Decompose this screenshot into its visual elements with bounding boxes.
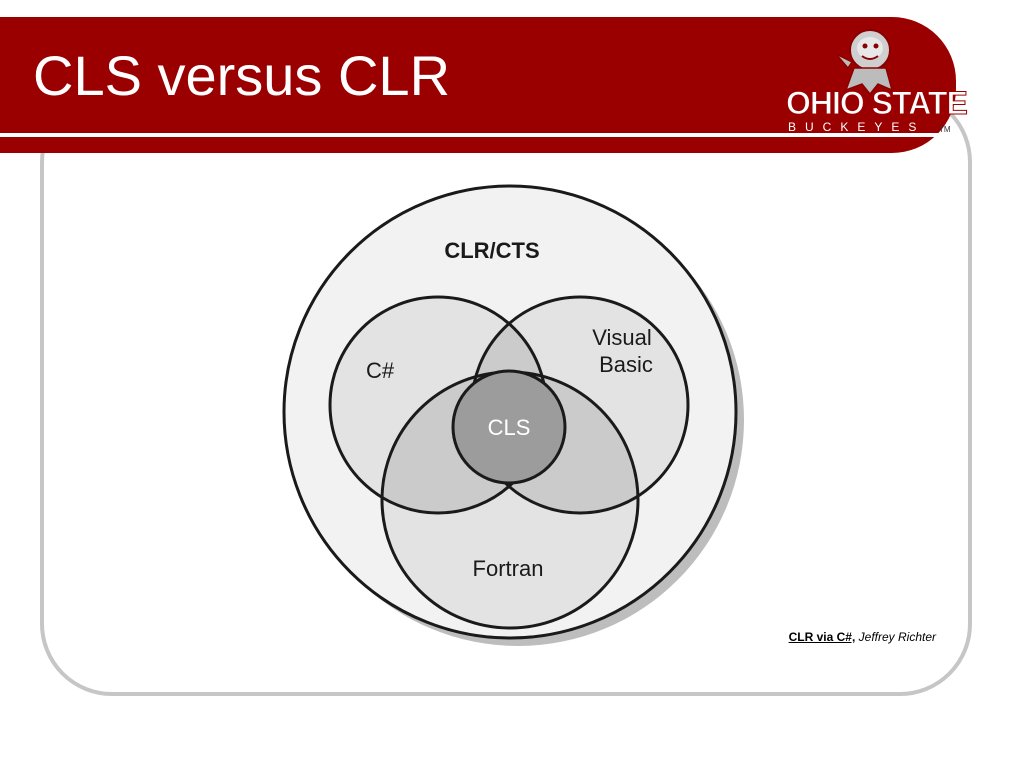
- citation-book-title[interactable]: CLR via C#,: [789, 630, 856, 644]
- cls-label: CLS: [488, 415, 531, 440]
- citation: CLR via C#, Jeffrey Richter: [789, 630, 936, 644]
- citation-author: Jeffrey Richter: [859, 630, 936, 644]
- csharp-label: C#: [366, 358, 395, 383]
- clr-cts-label: CLR/CTS: [444, 238, 539, 263]
- visual-basic-label-line1: Visual: [592, 325, 652, 350]
- visual-basic-label-line2: Basic: [599, 352, 653, 377]
- fortran-label: Fortran: [473, 556, 544, 581]
